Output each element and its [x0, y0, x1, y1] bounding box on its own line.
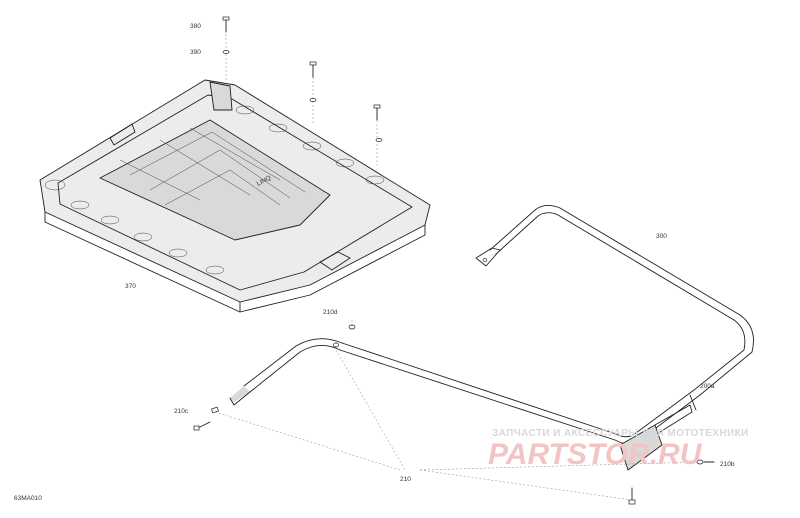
hardware-210-series — [193, 318, 715, 505]
callout-390: 390 — [190, 49, 201, 56]
tube-bar-300 — [229, 205, 754, 471]
callout-370: 370 — [125, 283, 136, 290]
drawing-code: 63MA010 — [14, 495, 42, 502]
watermark-tagline: ЗАПЧАСТИ И АКСЕССУАРЫ ДЛЯ МОТОТЕХНИКИ — [492, 428, 749, 439]
callout-300: 300 — [656, 233, 667, 240]
hardware-380-390 — [222, 16, 383, 165]
callout-210d: 210d — [323, 309, 338, 316]
cargo-rack-370: LINQ — [39, 79, 431, 313]
callout-380: 380 — [190, 23, 201, 30]
callout-210c: 210c — [174, 408, 189, 415]
callout-200a: 200a — [700, 383, 715, 390]
watermark: ЗАПЧАСТИ И АКСЕССУАРЫ ДЛЯ МОТОТЕХНИКИ PA… — [488, 428, 749, 471]
watermark-brand: PARTSTOR.RU — [488, 438, 703, 471]
callout-210b: 210b — [720, 461, 735, 468]
callout-210: 210 — [400, 476, 411, 483]
